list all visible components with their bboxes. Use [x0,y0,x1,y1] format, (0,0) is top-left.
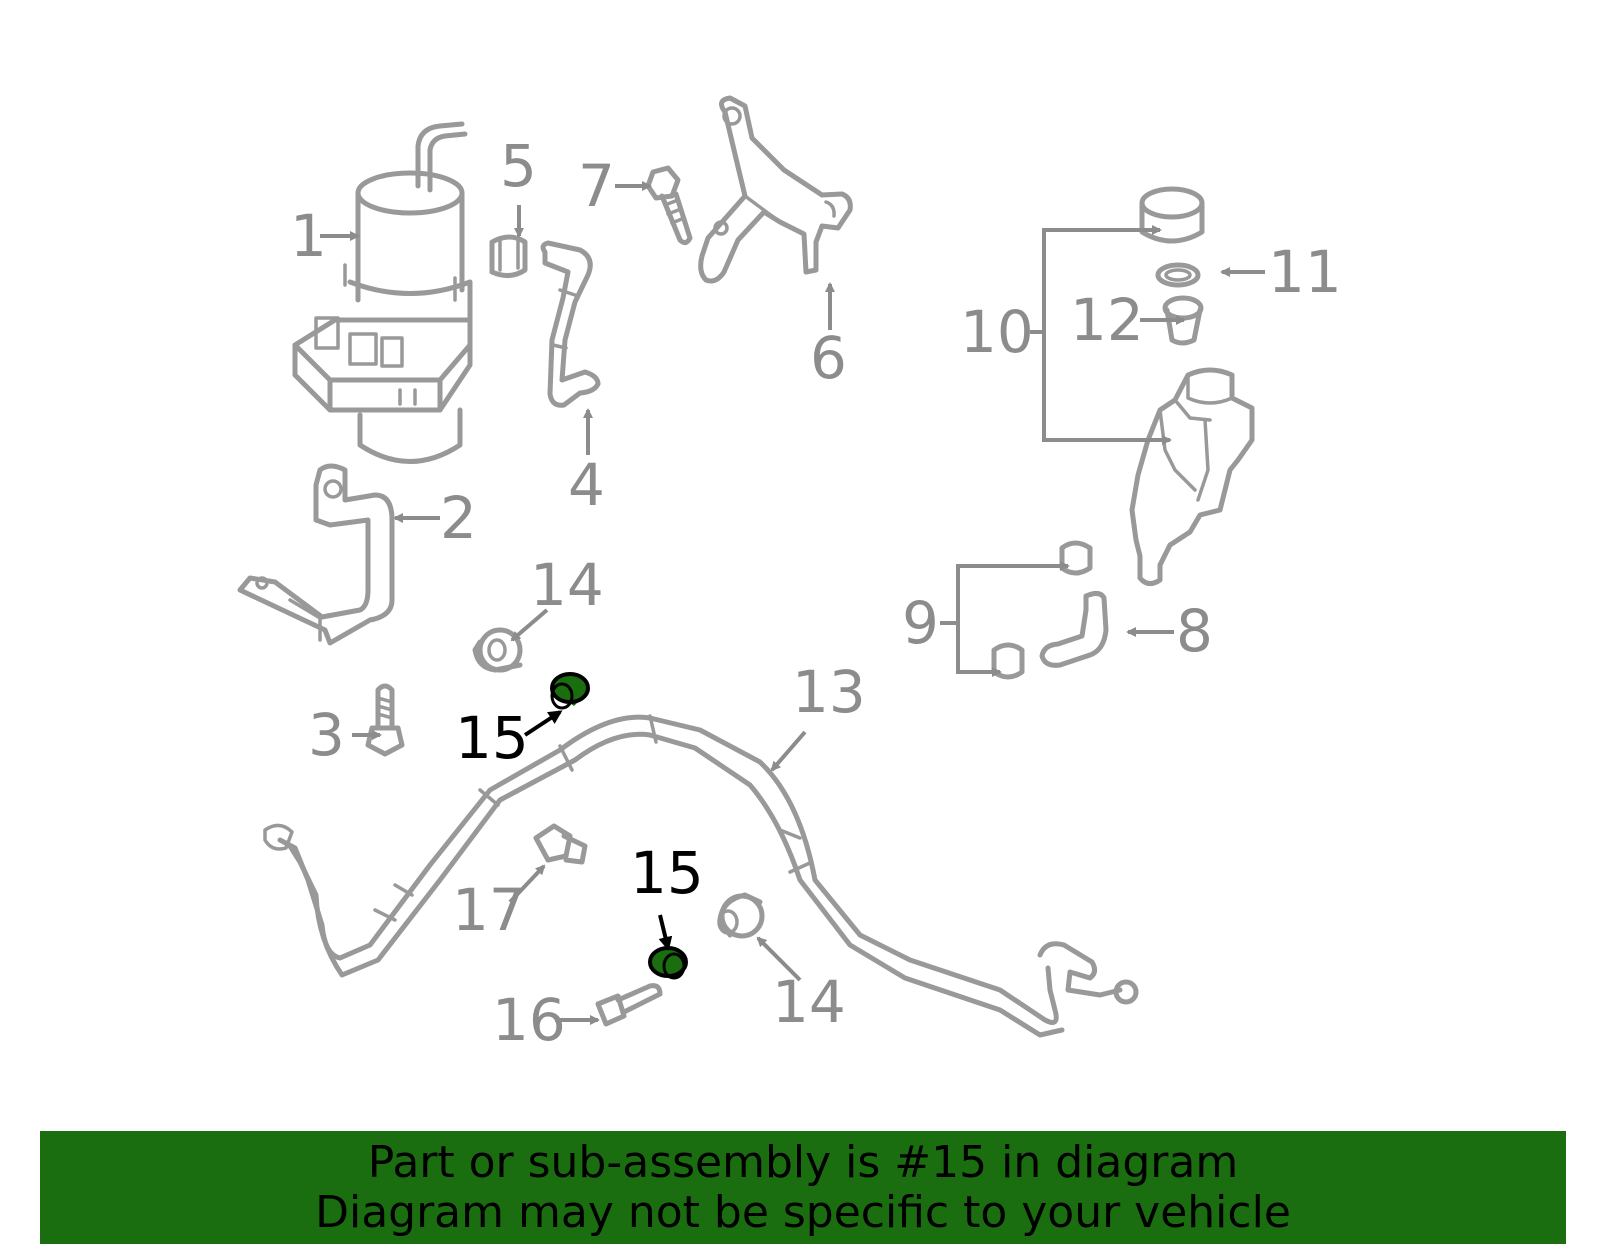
callout-14-lower: 14 [772,968,846,1036]
banner-line-part-number: Part or sub-assembly is #15 in diagram [367,1136,1239,1188]
part-13-hose-assembly [263,714,1139,1038]
callout-16: 16 [492,986,566,1054]
callout-12: 12 [1070,286,1144,354]
callout-4: 4 [568,451,605,519]
callout-15-lower: 15 [630,839,704,907]
callout-14-upper: 14 [530,551,604,619]
part-8-hose [1039,590,1109,668]
part-17-pressure-switch [533,823,588,865]
notice-banner: Part or sub-assembly is #15 in diagram D… [40,1131,1566,1244]
callout-10: 10 [960,298,1034,366]
leader-lines [320,181,1265,1025]
part-3-bolt [365,683,405,757]
callout-6: 6 [810,324,847,392]
part-14-grommet-lower [717,892,765,939]
callout-9: 9 [902,589,939,657]
part-4-hose [540,240,601,408]
part-10-reservoir-assembly [1129,186,1255,586]
part-7-bolt [645,165,693,246]
callout-1: 1 [290,202,327,270]
part-15-bushing-upper [550,672,590,710]
part-15-bushing-lower [648,946,688,980]
callout-15-upper: 15 [455,704,529,772]
part-14-grommet-upper [472,627,523,673]
callout-17: 17 [452,876,526,944]
part-6-mount-bracket [698,95,853,284]
callout-8: 8 [1176,597,1213,665]
callout-13: 13 [792,658,866,726]
callout-5: 5 [500,132,537,200]
part-2-bracket [237,463,395,646]
banner-line-disclaimer: Diagram may not be specific to your vehi… [315,1186,1291,1238]
part-5-clamp [489,234,528,278]
part-1-pump-motor [292,121,473,464]
callout-11: 11 [1268,238,1342,306]
callout-2: 2 [440,484,477,552]
part-11-o-ring [1155,262,1201,288]
callout-7: 7 [578,152,615,220]
callout-labels: 1 2 3 4 5 6 7 8 9 10 11 12 13 14 14 15 1… [290,132,1342,1054]
callout-3: 3 [308,701,345,769]
part-16-bolt [595,983,663,1027]
